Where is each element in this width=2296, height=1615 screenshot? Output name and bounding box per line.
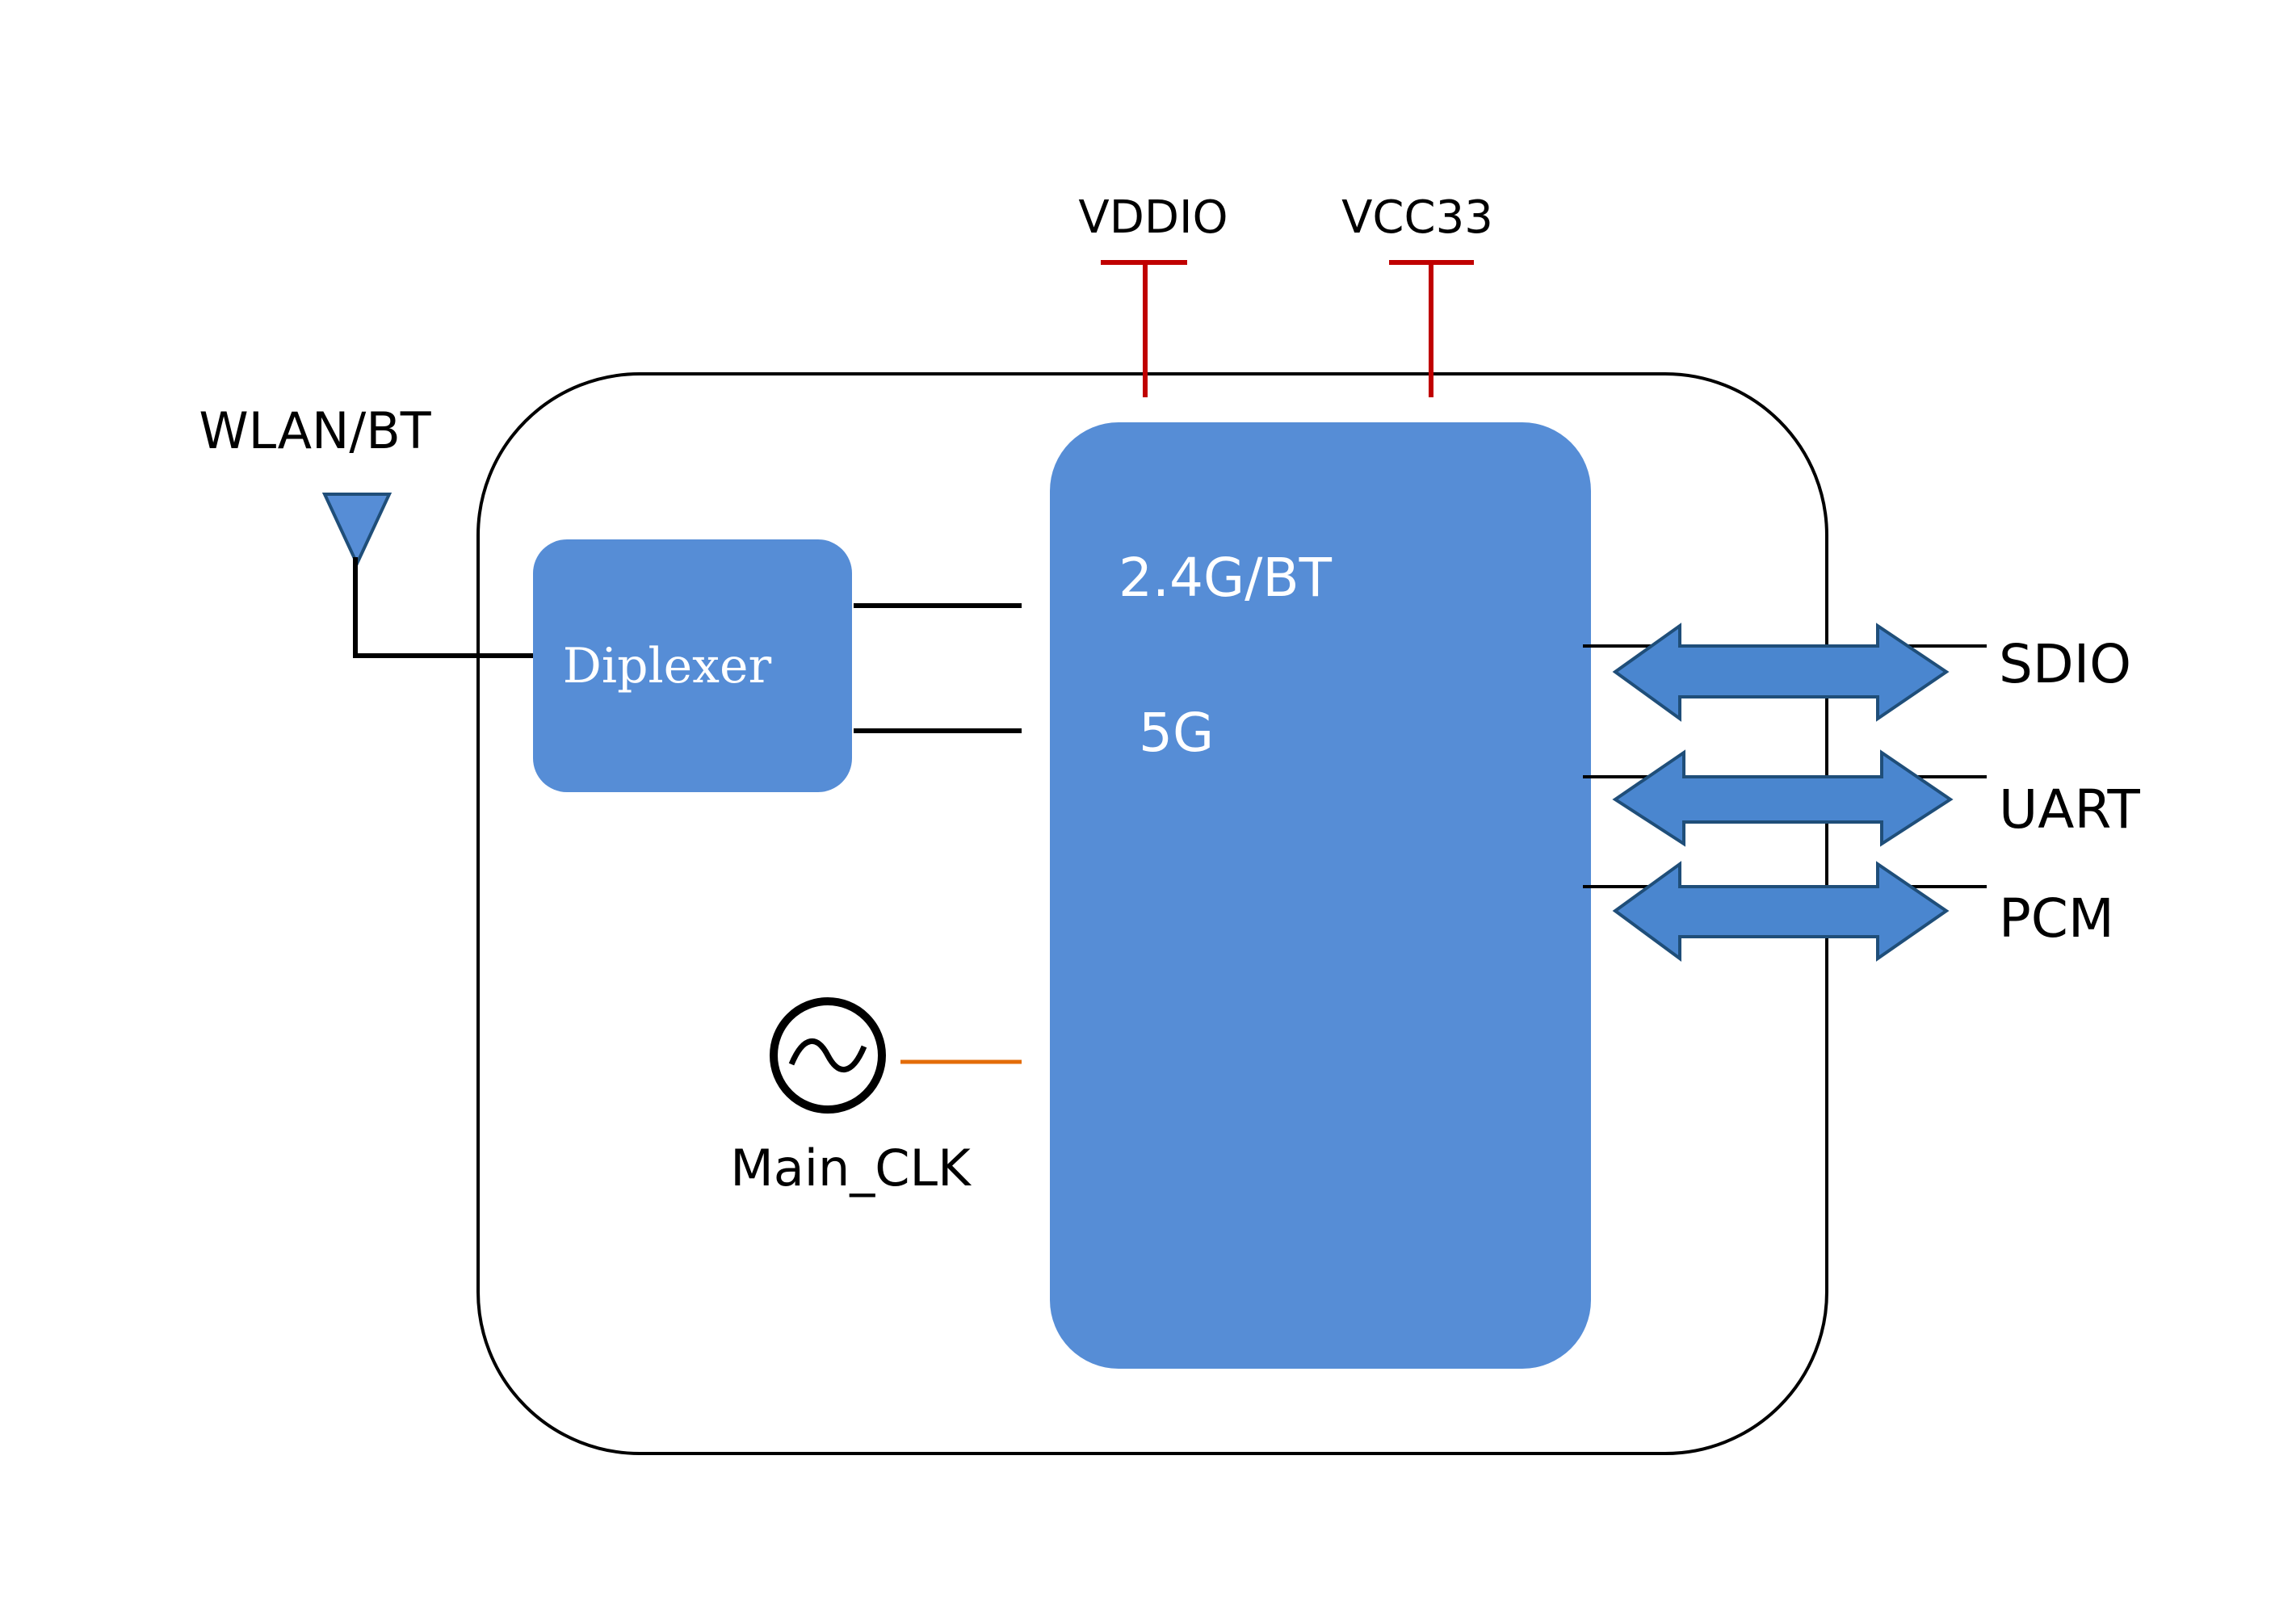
antenna: WLAN/BT (199, 401, 533, 658)
antenna-label: WLAN/BT (199, 401, 431, 460)
vcc33-label: VCC33 (1341, 191, 1493, 244)
sdio-label: SDIO (1999, 633, 2131, 695)
rf-chip-block (1050, 422, 1591, 1369)
diplexer-block (533, 539, 852, 792)
band-24g-bt-label: 2.4G/BT (1119, 547, 1333, 609)
pcm-double-arrow (1612, 861, 1950, 962)
uart-label: UART (1999, 778, 2141, 841)
sdio-double-arrow (1612, 623, 1950, 722)
band-5g-label: 5G (1139, 702, 1214, 764)
vcc33-pin: VCC33 (1341, 191, 1493, 397)
sdio-bus: SDIO (1583, 623, 2131, 722)
main-clock: Main_CLK (730, 997, 1022, 1198)
main-clk-label: Main_CLK (730, 1139, 972, 1198)
pcm-bus: PCM (1583, 861, 2114, 962)
uart-double-arrow (1612, 749, 1954, 847)
diplexer-label: Diplexer (563, 638, 772, 694)
sine-wave-icon (788, 1038, 867, 1072)
antenna-icon (321, 493, 392, 568)
pcm-label: PCM (1999, 887, 2114, 950)
uart-bus: UART (1583, 749, 2141, 847)
antenna-feed-line (353, 557, 533, 658)
vddio-pin: VDDIO (1078, 191, 1228, 397)
vddio-label: VDDIO (1078, 191, 1228, 244)
